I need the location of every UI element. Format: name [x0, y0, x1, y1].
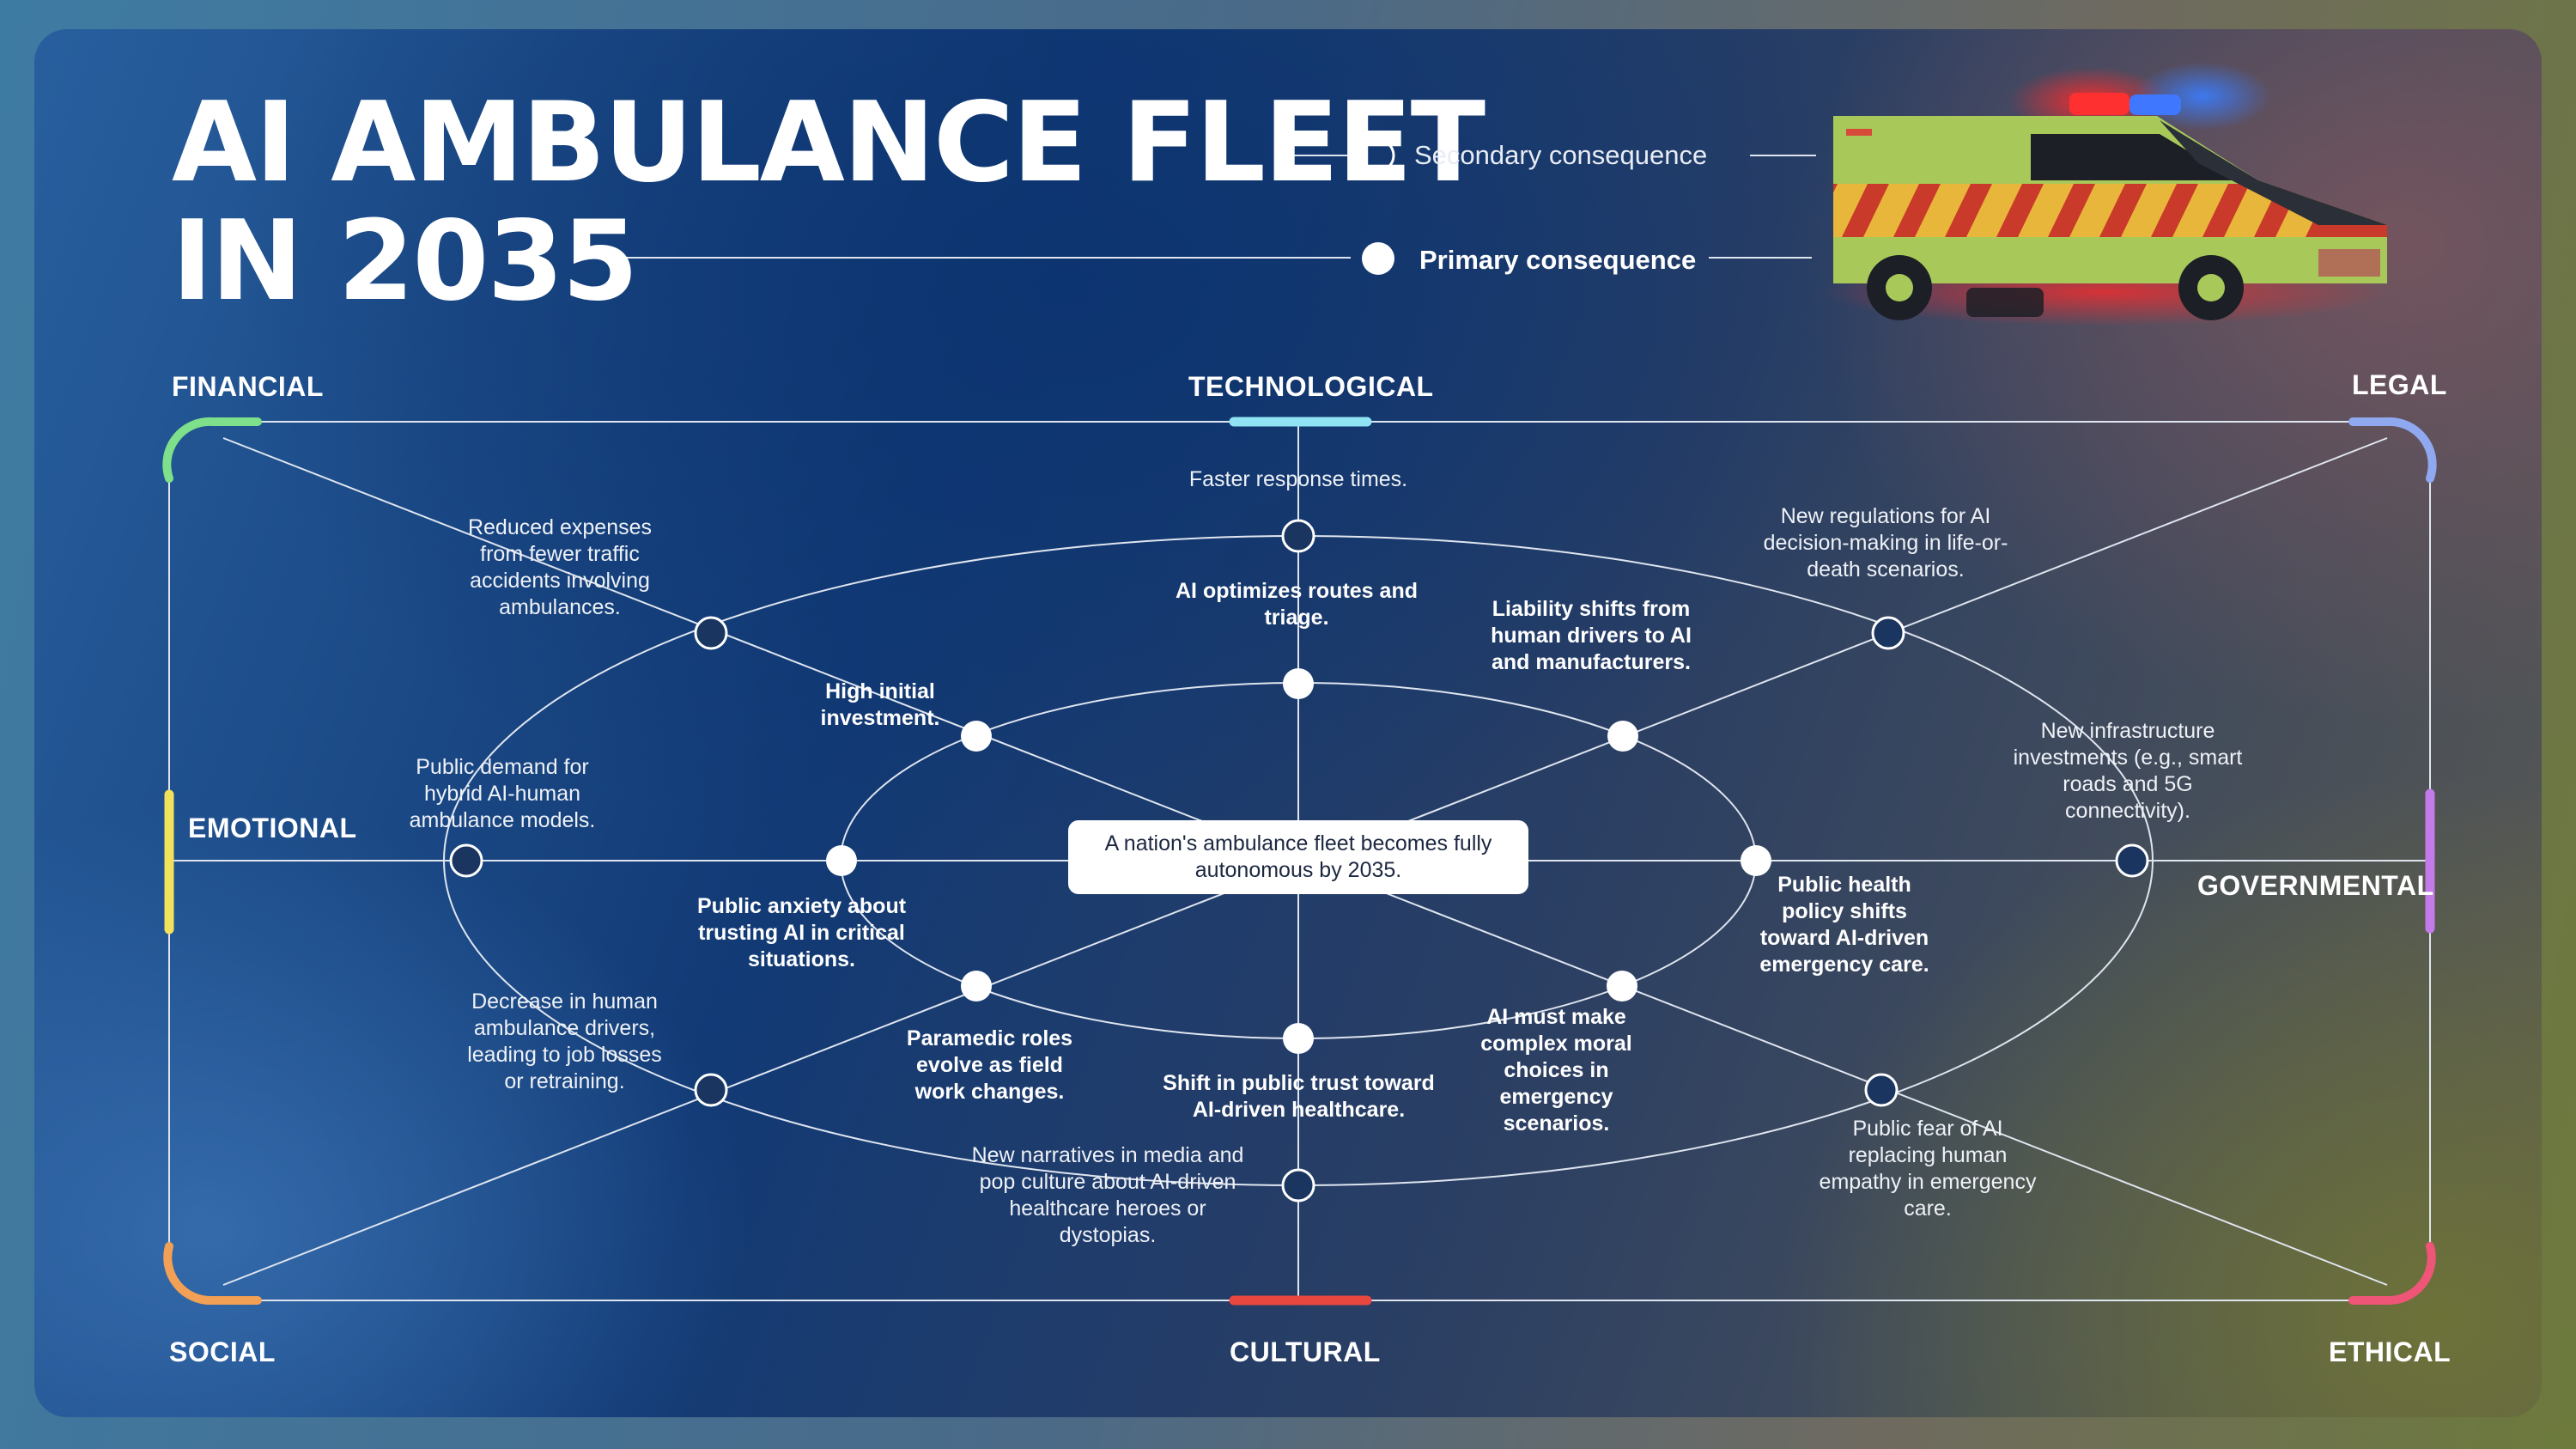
title-line-2: IN 2035 — [172, 198, 639, 326]
dimension-social: SOCIAL — [169, 1336, 276, 1367]
node-faster-response — [1281, 519, 1315, 553]
primary-label-paramedic-roles: Paramedic roles evolve as field work cha… — [906, 1026, 1073, 1104]
legend-secondary-label: Secondary consequence — [1414, 140, 1708, 170]
primary-label-public-trust: Shift in public trust toward AI-driven h… — [1163, 1071, 1435, 1122]
center-statement-text: A nation's ambulance fleet becomes fully… — [1104, 831, 1492, 882]
dimension-legal: LEGAL — [2352, 369, 2447, 400]
secondary-label-new-narratives: New narratives in media and pop culture … — [971, 1143, 1244, 1247]
node-reduced-expenses — [694, 616, 728, 650]
node-new-regulations — [1871, 616, 1905, 650]
dimension-ethical: ETHICAL — [2329, 1336, 2451, 1367]
legend-primary-marker — [1362, 242, 1394, 275]
page-title: AI AMBULANCE FLEET IN 2035 — [172, 84, 1485, 321]
legend-secondary-marker — [1361, 138, 1395, 173]
secondary-label-faster-response: Faster response times. — [1188, 467, 1408, 491]
node-public-anxiety — [826, 845, 857, 876]
node-health-policy — [1741, 845, 1771, 876]
legend-primary-label: Primary consequence — [1419, 245, 1697, 275]
secondary-label-decrease-drivers: Decrease in human ambulance drivers, lea… — [467, 989, 662, 1093]
secondary-nodes — [449, 519, 2149, 1202]
primary-nodes — [826, 668, 1771, 1054]
primary-label-public-anxiety: Public anxiety about trusting AI in crit… — [696, 894, 907, 971]
dimension-financial: FINANCIAL — [172, 371, 324, 402]
node-paramedic-roles — [961, 971, 992, 1002]
primary-label-ai-optimizes: AI optimizes routes and triage. — [1176, 579, 1418, 630]
ambulance-icon — [1820, 62, 2387, 326]
primary-label-moral-choices: AI must make complex moral choices in em… — [1480, 1005, 1632, 1135]
primary-label-high-investment: High initial investment. — [820, 679, 940, 730]
financial-accent — [162, 417, 262, 483]
node-infrastructure — [2115, 843, 2149, 878]
node-fear-of-ai — [1864, 1073, 1899, 1107]
node-high-investment — [961, 721, 992, 752]
node-decrease-drivers — [694, 1073, 728, 1107]
legal-accent — [2348, 417, 2437, 483]
social-accent — [163, 1242, 262, 1306]
node-new-narratives — [1281, 1168, 1315, 1202]
node-liability-shifts — [1607, 721, 1638, 752]
dimension-governmental: GOVERNMENTAL — [2197, 870, 2434, 901]
primary-label-liability: Liability shifts from human drivers to A… — [1491, 597, 1692, 674]
secondary-label-infrastructure: New infrastructure investments (e.g., sm… — [2013, 719, 2243, 823]
node-hybrid-demand — [449, 843, 483, 878]
dimension-emotional: EMOTIONAL — [188, 813, 357, 843]
secondary-label-new-regulations: New regulations for AI decision-making i… — [1763, 504, 2008, 581]
ethical-accent — [2348, 1242, 2436, 1306]
secondary-label-fear-of-ai: Public fear of AI replacing human empath… — [1819, 1117, 2037, 1221]
node-public-trust — [1283, 1023, 1314, 1054]
secondary-label-reduced-expenses: Reduced expenses from fewer traffic acci… — [467, 515, 653, 619]
node-ai-optimizes — [1283, 668, 1314, 699]
title-line-1: AI AMBULANCE FLEET — [172, 79, 1485, 207]
secondary-label-hybrid-demand: Public demand for hybrid AI-human ambula… — [409, 755, 596, 832]
dimension-technological: TECHNOLOGICAL — [1188, 371, 1434, 402]
dimension-cultural: CULTURAL — [1230, 1336, 1381, 1367]
primary-label-health-policy: Public health policy shifts toward AI-dr… — [1759, 873, 1929, 977]
center-statement: A nation's ambulance fleet becomes fully… — [1068, 820, 1528, 894]
node-moral-choices — [1607, 971, 1637, 1002]
